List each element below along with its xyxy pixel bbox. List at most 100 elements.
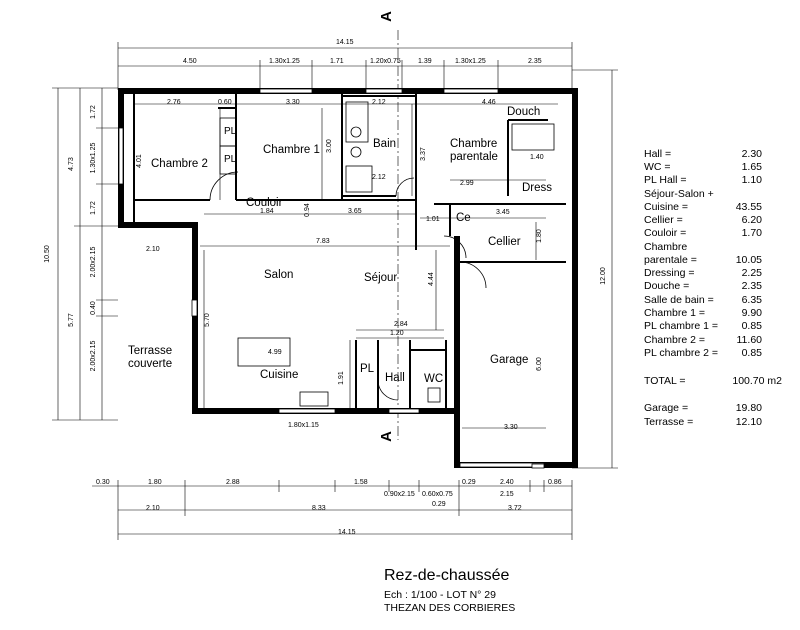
dim-bottom-3: 2.88 — [226, 479, 240, 486]
room-label-chambre-parentale-2: parentale — [450, 151, 498, 163]
dim-600: 6.00 — [536, 357, 543, 371]
dim-top-5: 1.39 — [418, 58, 432, 65]
fixtures — [209, 101, 555, 407]
section-mark-bottom: A — [377, 431, 395, 442]
surface-row: Hall =2.30 — [644, 148, 762, 160]
dim-094: 0.94 — [304, 203, 311, 217]
surface-row: Terrasse =12.10 — [644, 416, 762, 428]
dim-210a: 2.10 — [146, 246, 160, 253]
room-label-hall: Hall — [385, 372, 405, 384]
dim-140: 1.40 — [530, 154, 544, 161]
room-label-garage: Garage — [490, 354, 529, 366]
dim-060: 0.60 — [218, 99, 232, 106]
dim-330g: 3.30 — [504, 424, 518, 431]
surface-row: Chambre 1 =9.90 — [644, 307, 762, 319]
dim-299: 2.99 — [460, 180, 474, 187]
dim-left-473: 4.73 — [68, 157, 75, 171]
dim-184: 1.84 — [260, 208, 274, 215]
room-label-douch: Douch — [507, 106, 541, 118]
dim-337: 3.37 — [420, 147, 427, 161]
dim-345: 3.45 — [496, 209, 510, 216]
dim-bottom-029: 0.29 — [432, 501, 446, 508]
dim-212a: 2.12 — [372, 99, 386, 106]
room-label-pl-1: PL — [224, 126, 237, 137]
dim-783: 7.83 — [316, 238, 330, 245]
dim-left-window1: 1.30x1.25 — [90, 142, 97, 174]
room-label-wc: WC — [424, 373, 444, 385]
room-label-bain: Bain — [373, 138, 397, 150]
dim-right-1200: 12.00 — [600, 267, 607, 285]
surface-row: Séjour-Salon + — [644, 188, 714, 200]
plan-location: THEZAN DES CORBIERES — [384, 602, 516, 614]
dim-top-3: 1.71 — [330, 58, 344, 65]
room-label-chambre-parentale-1: Chambre — [450, 138, 498, 150]
dim-top-1: 4.50 — [183, 58, 197, 65]
dim-bottom-7: 0.86 — [548, 479, 562, 486]
dim-180v: 1.80 — [536, 229, 543, 243]
dim-bottom2-1: 2.10 — [146, 505, 160, 512]
dim-bottom-6: 2.40 — [500, 479, 514, 486]
dim-top-2: 1.30x1.25 — [269, 58, 300, 65]
window-openings — [118, 88, 545, 469]
surface-row-total: TOTAL =100.70 m2 — [644, 375, 782, 387]
room-label-terrasse-2: couverte — [128, 358, 173, 370]
surface-row: PL chambre 2 =0.85 — [644, 347, 762, 359]
surface-row: PL chambre 1 =0.85 — [644, 320, 762, 332]
room-label-pl-2: PL — [224, 154, 237, 165]
dim-left-1050: 10.50 — [44, 245, 51, 263]
surface-row: Couloir =1.70 — [644, 227, 762, 239]
dim-180x115: 1.80x1.15 — [288, 422, 319, 429]
dim-left-baie2: 2.00x2.15 — [90, 340, 97, 372]
dim-191: 1.91 — [338, 371, 345, 385]
dim-446: 4.46 — [482, 99, 496, 106]
plan-scale-lot: Ech : 1/100 - LOT N° 29 — [384, 589, 496, 601]
dim-212b: 2.12 — [372, 174, 386, 181]
dim-bottom2-3: 3.72 — [508, 505, 522, 512]
room-label-couloir: Couloir — [246, 197, 283, 209]
dim-276: 2.76 — [167, 99, 181, 106]
room-label-cellier: Cellier — [488, 236, 521, 248]
dim-bottom-wc-window: 0.60x0.75 — [422, 491, 453, 498]
dim-bottom-5: 0.29 — [462, 479, 476, 486]
surface-row: PL Hall =1.10 — [644, 174, 762, 186]
dim-284: 2.84 — [394, 321, 408, 328]
surface-row: Chambre — [644, 241, 688, 253]
dim-bottom-4: 1.58 — [354, 479, 368, 486]
dim-330: 3.30 — [286, 99, 300, 106]
dim-total-bottom: 14.15 — [338, 529, 356, 536]
surface-row: parentale =10.05 — [644, 254, 762, 266]
room-label-ce: Ce — [456, 212, 471, 224]
dim-top-6: 1.30x1.25 — [455, 58, 486, 65]
surface-row: Cellier =6.20 — [644, 214, 762, 226]
surface-row: Douche =2.35 — [644, 280, 762, 292]
dim-left-172a: 1.72 — [90, 105, 97, 119]
room-label-chambre1: Chambre 1 — [263, 144, 320, 156]
dim-bottom-215: 2.15 — [500, 491, 514, 498]
dim-300: 3.00 — [326, 139, 333, 153]
room-label-cuisine: Cuisine — [260, 369, 299, 381]
surface-row: Cuisine =43.55 — [644, 201, 762, 213]
section-mark-top: A — [377, 11, 395, 22]
dim-401: 4.01 — [136, 154, 143, 168]
surface-row: WC =1.65 — [644, 161, 762, 173]
dim-365: 3.65 — [348, 208, 362, 215]
surface-row: Dressing =2.25 — [644, 267, 762, 279]
dim-left-040: 0.40 — [90, 301, 97, 315]
room-label-salon: Salon — [264, 269, 294, 281]
interior-walls — [133, 94, 566, 408]
room-label-dress: Dress — [522, 182, 553, 194]
room-label-sejour: Séjour — [364, 272, 398, 284]
plan-title: Rez-de-chaussée — [384, 567, 510, 584]
room-label-terrasse-1: Terrasse — [128, 345, 173, 357]
dim-bottom-1: 0.30 — [96, 479, 110, 486]
dim-bottom-2: 1.80 — [148, 479, 162, 486]
dimension-lines — [52, 30, 618, 540]
dim-left-172b: 1.72 — [90, 201, 97, 215]
dim-101: 1.01 — [426, 216, 440, 223]
room-label-chambre2: Chambre 2 — [151, 158, 208, 170]
dim-bottom2-2: 8.33 — [312, 505, 326, 512]
dim-top-4: 1.20x0.75 — [370, 58, 401, 65]
dim-444: 4.44 — [428, 272, 435, 286]
dim-499: 4.99 — [268, 349, 282, 356]
